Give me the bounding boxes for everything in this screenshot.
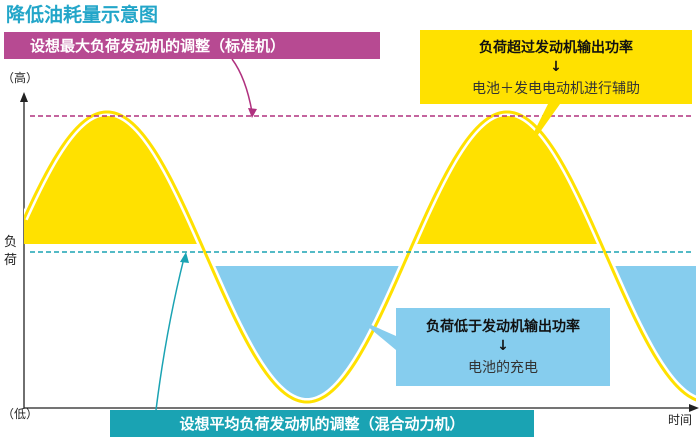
average-load-label-background bbox=[110, 410, 534, 437]
y-axis-label-top: 负 bbox=[4, 235, 17, 250]
under-output-region bbox=[24, 266, 696, 402]
under-output-subtitle: 电池的充电 bbox=[468, 360, 538, 376]
x-axis-label: 时间 bbox=[668, 413, 692, 427]
max-load-pointer bbox=[231, 58, 253, 113]
max-load-label: 设想最大负荷发动机的调整（标准机） bbox=[30, 37, 285, 55]
y-axis-high-label: （高） bbox=[2, 70, 38, 85]
under-output-callout-pointer bbox=[360, 320, 396, 350]
max-load-label-background bbox=[4, 32, 380, 59]
average-load-label: 设想平均负荷发动机的调整（混合动力机） bbox=[179, 415, 464, 433]
over-output-callout-pointer bbox=[520, 104, 560, 160]
over-output-title: 负荷超过发动机输出功率 bbox=[479, 39, 633, 56]
over-output-subtitle: 电池＋发电电动机进行辅助 bbox=[472, 81, 640, 97]
x-axis-arrow bbox=[689, 404, 699, 412]
diagram-title: 降低油耗量示意图 bbox=[6, 3, 158, 26]
average-load-pointer-arrowhead bbox=[180, 252, 189, 263]
over-output-arrow: ↓ bbox=[550, 59, 562, 75]
load-curve bbox=[24, 110, 696, 404]
under-output-callout bbox=[396, 308, 610, 386]
y-axis-label-bottom: 荷 bbox=[4, 253, 17, 268]
y-axis-arrow bbox=[20, 92, 28, 102]
average-load-pointer bbox=[155, 257, 185, 411]
under-output-title: 负荷低于发动机输出功率 bbox=[426, 318, 580, 335]
over-output-callout bbox=[420, 30, 692, 104]
max-load-pointer-arrowhead bbox=[248, 108, 257, 118]
y-axis-low-label: （低） bbox=[2, 407, 38, 421]
under-output-arrow: ↓ bbox=[497, 338, 509, 354]
